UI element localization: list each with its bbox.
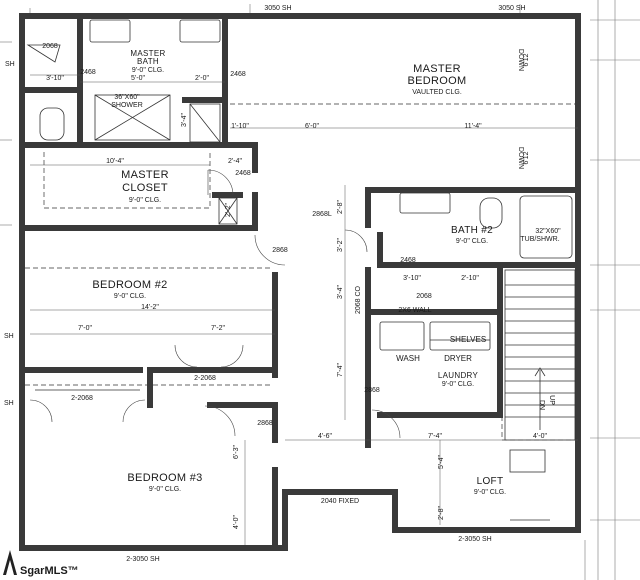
door-label: 2468 [80, 69, 96, 76]
dimension-label: 5'-4" [438, 455, 445, 469]
loft-label: LOFT [477, 476, 504, 487]
window-left-3: SH [4, 400, 14, 407]
dimension-label: 6'-0" [305, 123, 319, 130]
bath2-label: BATH #2 [451, 225, 493, 236]
dimension-label: 3'-4" [337, 285, 344, 299]
door-label: 2868 [257, 420, 273, 427]
shelves-label: SHELVES [450, 335, 486, 344]
master-closet-label-2: CLOSET [122, 182, 168, 194]
shower-label-2: SHOWER [111, 102, 143, 109]
door-label: 2468 [235, 170, 251, 177]
wall-label: 2X6 WALL [398, 307, 431, 314]
door-label: 2868L [312, 211, 332, 218]
master-bath-label: MASTER [130, 49, 165, 58]
master-closet-ceiling: 9'-0" CLG. [129, 197, 161, 204]
door-label: 2468 [400, 257, 416, 264]
dimension-label: 6'-3" [233, 445, 240, 459]
stair-dn-label: DN [538, 400, 545, 410]
dimension-label: 7'-4" [428, 433, 442, 440]
bedroom2-label: BEDROOM #2 [92, 279, 167, 291]
master-bedroom-ceiling: VAULTED CLG. [412, 89, 462, 96]
master-bath-ceiling: 9'-0" CLG. [132, 67, 164, 74]
window-bottom-1: 2-3050 SH [126, 556, 159, 563]
bedroom3-label: BEDROOM #3 [127, 472, 202, 484]
bedroom2-ceiling: 9'-0" CLG. [114, 293, 146, 300]
dimension-label: 14'-2" [141, 304, 159, 311]
dimension-label: 2'-10" [461, 275, 479, 282]
door-label: 2868 [364, 387, 380, 394]
wash-label: WASH [396, 354, 420, 363]
dimension-label: 3'-10" [403, 275, 421, 282]
dimension-label: 4'-0" [533, 433, 547, 440]
master-bedroom-label: MASTER [413, 63, 461, 75]
laundry-ceiling: 9'-0" CLG. [442, 381, 474, 388]
bath2-ceiling: 9'-0" CLG. [456, 238, 488, 245]
door-label: 2-2068 [71, 395, 93, 402]
door-label: 2468 [230, 71, 246, 78]
door-label: 2068 [42, 43, 58, 50]
dimension-label: 11'-4" [464, 123, 482, 130]
loft-ceiling: 9'-0" CLG. [474, 489, 506, 496]
fixed-window-label: 2040 FIXED [321, 498, 359, 505]
door-label: 2068 [416, 293, 432, 300]
door-label: 2068 CO [355, 285, 362, 314]
mls-logo-icon [3, 550, 17, 575]
stair-up-label: UP [548, 395, 555, 405]
dimension-label: 2'-4" [228, 158, 242, 165]
dimension-label: 5'-0" [131, 75, 145, 82]
laundry-label: LAUNDRY [438, 371, 479, 380]
dimension-label: 7'-4" [337, 363, 344, 377]
shower-label: 36"X60" [114, 94, 140, 101]
watermark-text: SgarMLS™ [20, 565, 79, 577]
down-label-1: DOWN [517, 49, 524, 71]
window-top-2: 3050 SH [498, 5, 525, 12]
dimension-label: 10'-4" [106, 158, 124, 165]
window-left-2: SH [4, 333, 14, 340]
dimension-label: 3'-4" [181, 113, 188, 127]
door-label: 2868 [272, 247, 288, 254]
down-label-2: DOWN [517, 147, 524, 169]
dimension-label: 7'-0" [78, 325, 92, 332]
window-bottom-2: 2-3050 SH [458, 536, 491, 543]
dryer-label: DRYER [444, 354, 472, 363]
master-bath-label-2: BATH [137, 57, 159, 66]
master-closet-label: MASTER [121, 169, 169, 181]
dimension-label: 6'12 [523, 53, 530, 66]
dimension-label: 7'-2" [211, 325, 225, 332]
tub-label: 32"X60" [535, 228, 561, 235]
window-top-1: 3050 SH [264, 5, 291, 12]
dimension-label: 2'-8" [438, 506, 445, 520]
dimension-label: 3'-2" [337, 238, 344, 252]
bedroom3-ceiling: 9'-0" CLG. [149, 486, 181, 493]
dimension-label: 2'-8" [337, 200, 344, 214]
master-bedroom-label-2: BEDROOM [408, 75, 467, 87]
dimension-label: 4'-6" [318, 433, 332, 440]
window-left-1: SH [5, 61, 15, 68]
dimension-label: 2'-0" [195, 75, 209, 82]
dimension-label: 2'-2" [225, 203, 232, 217]
tub-label-2: TUB/SHWR. [520, 236, 559, 243]
dimension-label: 4'-0" [233, 515, 240, 529]
dimension-label: 6'12 [523, 151, 530, 164]
door-label: 2-2068 [194, 375, 216, 382]
dimension-label: 3'-10" [46, 75, 64, 82]
dimension-label: 1'-10" [231, 123, 249, 130]
